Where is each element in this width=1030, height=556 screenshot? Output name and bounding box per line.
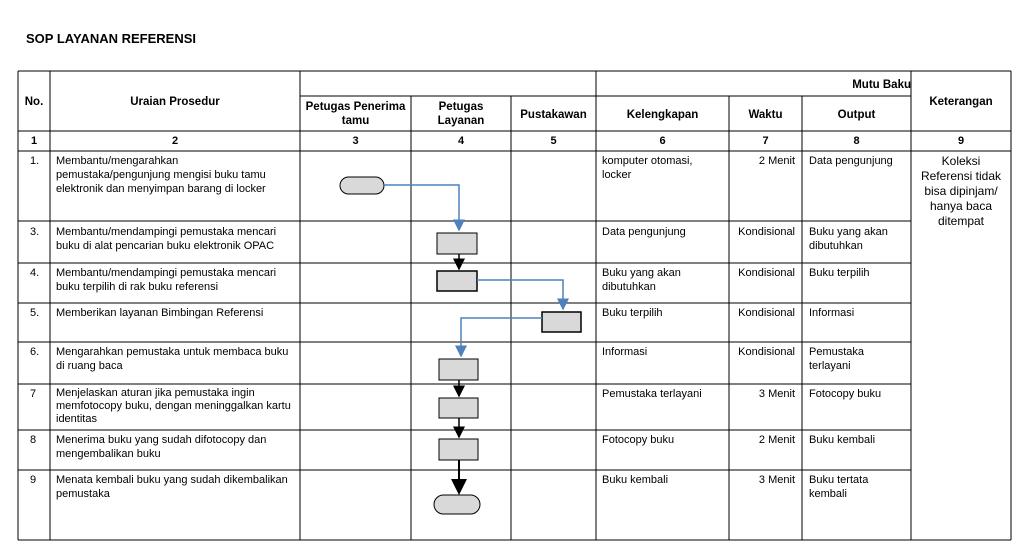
row-kelengkapan: Informasi — [602, 346, 648, 358]
col-number: 2 — [171, 135, 179, 147]
row-kelengkapan: Buku kembali — [602, 474, 669, 486]
row-output: Buku yang akan dibutuhkan — [809, 226, 888, 252]
row-waktu: Kondisional — [738, 226, 795, 238]
col-number: 7 — [762, 135, 769, 147]
row-waktu: Kondisional — [738, 267, 795, 279]
row-kelengkapan: Buku yang akan dibutuhkan — [602, 267, 681, 293]
col-number: 4 — [457, 135, 465, 147]
header-keterangan: Keterangan — [929, 96, 993, 108]
flow-connector-3 — [477, 279, 569, 311]
row-uraian: Memberikan layanan Bimbingan Referensi — [56, 307, 264, 319]
flow-connector-4 — [455, 317, 542, 358]
row-waktu: Kondisional — [738, 346, 795, 358]
keterangan-note: Koleksi Referensi tidak bisa dipinjam/ h… — [920, 154, 1002, 228]
header-kelengkapan: Kelengkapan — [626, 109, 699, 121]
flow-process-fotocopy — [438, 397, 479, 419]
row-number: 1. — [30, 155, 40, 167]
col-number: 1 — [30, 135, 38, 147]
row-uraian: Membantu/mengarahkan pemustaka/pengunjun… — [56, 155, 266, 195]
row-output: Buku tertata kembali — [809, 474, 869, 500]
header-petugas-layanan: Petugas Layanan — [437, 101, 485, 127]
flow-end-terminator — [433, 494, 481, 515]
col-number: 3 — [352, 135, 359, 147]
header-uraian: Uraian Prosedur — [130, 96, 220, 108]
row-uraian: Mengarahkan pemustaka untuk membaca buku… — [56, 346, 289, 372]
row-waktu: 2 Menit — [758, 155, 795, 167]
row-kelengkapan: komputer otomasi, locker — [602, 155, 693, 181]
row-number: 8 — [30, 434, 37, 446]
row-number: 9 — [30, 474, 37, 486]
page-title: SOP LAYANAN REFERENSI — [26, 31, 197, 46]
row-kelengkapan: Pemustaka terlayani — [602, 388, 702, 400]
row-number: 6. — [30, 346, 40, 358]
row-waktu: 3 Menit — [758, 474, 795, 486]
flow-process-rak — [436, 270, 478, 292]
flow-connector-1 — [384, 184, 465, 232]
row-waktu: 3 Menit — [758, 388, 795, 400]
row-kelengkapan: Buku terpilih — [602, 307, 663, 319]
row-output: Informasi — [809, 307, 855, 319]
row-waktu: 2 Menit — [758, 434, 795, 446]
row-output: Buku kembali — [809, 434, 876, 446]
row-output: Fotocopy buku — [809, 388, 882, 400]
flow-process-ruang-baca — [438, 358, 479, 381]
row-output: Data pengunjung — [809, 155, 893, 167]
row-kelengkapan: Fotocopy buku — [602, 434, 675, 446]
flow-process-terima — [438, 438, 479, 461]
header-no: No. — [24, 96, 44, 108]
col-number: 9 — [957, 135, 965, 147]
col-number: 8 — [853, 135, 860, 147]
header-petugas-penerima: Petugas Penerima tamu — [305, 101, 406, 127]
header-mutu-baku: Mutu Baku — [852, 79, 911, 91]
row-output: Buku terpilih — [809, 267, 870, 279]
flow-start-terminator — [339, 176, 385, 195]
row-number: 5. — [30, 307, 40, 319]
row-uraian: Menjelaskan aturan jika pemustaka ingin … — [56, 387, 291, 425]
row-number: 7 — [30, 388, 37, 400]
col-number: 5 — [550, 135, 557, 147]
row-uraian: Membantu/mendampingi pemustaka mencari b… — [56, 267, 277, 293]
header-pustakawan: Pustakawan — [520, 109, 587, 121]
header-waktu: Waktu — [748, 109, 783, 121]
flow-process-bimbingan — [541, 311, 582, 333]
header-output: Output — [837, 109, 876, 121]
col-number: 6 — [659, 135, 666, 147]
row-uraian: Menata kembali buku yang sudah dikembali… — [56, 474, 288, 500]
row-kelengkapan: Data pengunjung — [602, 226, 686, 238]
row-uraian: Menerima buku yang sudah difotocopy dan … — [56, 434, 267, 460]
row-number: 4. — [30, 267, 40, 279]
row-waktu: Kondisional — [738, 307, 795, 319]
row-number: 3. — [30, 226, 40, 238]
row-output: Pemustaka terlayani — [809, 346, 865, 372]
flow-process-opac — [436, 232, 478, 255]
row-uraian: Membantu/mendampingi pemustaka mencari b… — [56, 226, 277, 252]
